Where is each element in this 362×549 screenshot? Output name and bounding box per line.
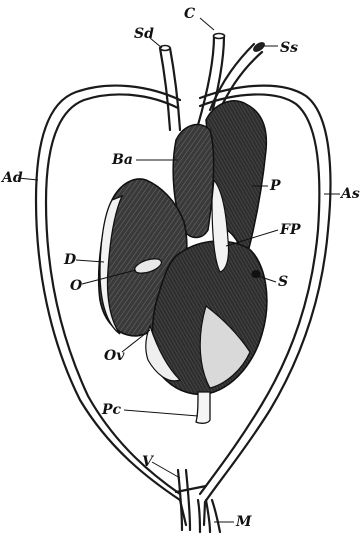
leader-C [200, 18, 214, 30]
label-D: D [63, 252, 77, 268]
subclavian-right-vessel [160, 48, 170, 130]
label-Pc: Pc [101, 402, 122, 418]
pericardial-stem [196, 392, 210, 423]
label-Ov: Ov [104, 348, 125, 364]
label-Ad: Ad [0, 170, 23, 186]
label-V: V [142, 454, 155, 470]
carotid-opening [214, 34, 225, 39]
label-C: C [184, 6, 195, 22]
label-S: S [278, 274, 288, 290]
label-Sd: Sd [134, 26, 154, 42]
subclavian-right-vessel-inner [170, 48, 180, 130]
mesenteric-strand-1 [198, 500, 200, 532]
vein-left-strand-2 [186, 470, 190, 530]
label-O: O [70, 278, 83, 294]
label-Ss: Ss [280, 40, 298, 56]
leader-Pc [124, 410, 198, 416]
label-As: As [339, 186, 360, 202]
label-M: M [235, 514, 252, 530]
mesenteric-strand-2 [206, 500, 210, 532]
mesenteric-strand-3 [212, 500, 220, 532]
label-FP: FP [279, 222, 301, 238]
subclavian-left-opening [252, 41, 265, 53]
label-P: P [269, 178, 281, 194]
lower-vessels [176, 470, 220, 532]
label-Ba: Ba [111, 152, 133, 168]
